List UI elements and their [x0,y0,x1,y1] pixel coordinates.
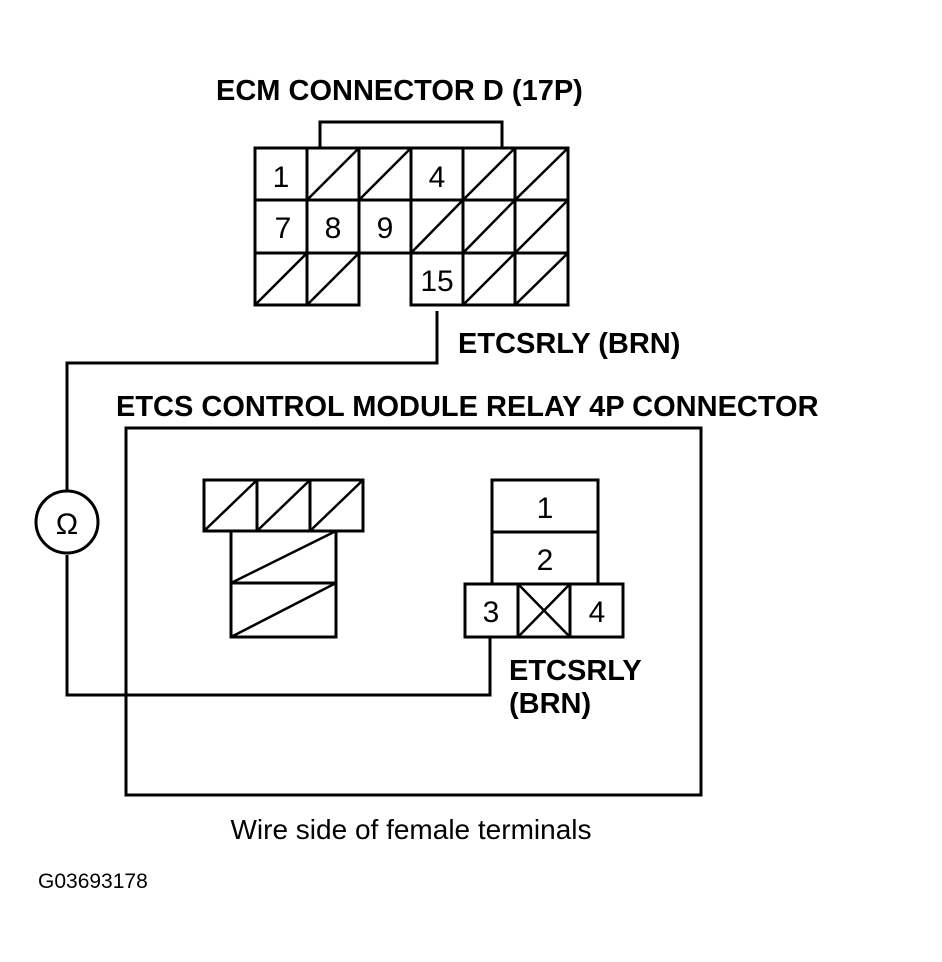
ecm-pin-7-label: 7 [275,212,292,245]
ecm-connector: 1 4 7 8 9 15 [253,120,570,307]
relay-side-connector-hatched [202,478,365,639]
figure-id: G03693178 [38,870,148,893]
relay-cavity-1 [490,478,600,534]
relay-pin-1-label: 1 [537,492,554,525]
test-lead-upper [65,311,439,490]
relay-pin-4-label: 4 [589,596,606,629]
ecm-pin-8-label: 8 [325,212,342,245]
ecm-connector-lock-tab [318,120,504,148]
relay-pin-2-label: 2 [537,544,554,577]
ecm-pin-9-label: 9 [377,212,394,245]
relay-pin-3-label: 3 [483,596,500,629]
relay-cavity-2 [490,530,600,586]
ecm-pin-1-label: 1 [273,161,290,194]
relay-wire-label-line2: (BRN) [509,688,591,720]
ecm-connector-title: ECM CONNECTOR D (17P) [216,75,583,107]
relay-4p-connector: 1 2 3 4 [463,478,625,639]
relay-cavity-4 [568,582,625,639]
ecm-pin-15-label: 15 [420,265,453,298]
ecm-wire-label: ETCSRLY (BRN) [458,328,680,360]
relay-cavity-3 [463,582,520,639]
relay-connector-outline [124,426,703,797]
ohmmeter-icon: Ω [34,489,100,555]
ecm-cavity-4 [409,146,465,202]
relay-wire-label-line1: ETCSRLY [509,655,642,687]
ohm-symbol: Ω [56,508,78,541]
test-lead-lower [65,555,492,697]
ecm-pin-4-label: 4 [429,161,446,194]
diagram-caption: Wire side of female terminals [230,814,591,845]
relay-connector-title: ETCS CONTROL MODULE RELAY 4P CONNECTOR [116,391,819,423]
